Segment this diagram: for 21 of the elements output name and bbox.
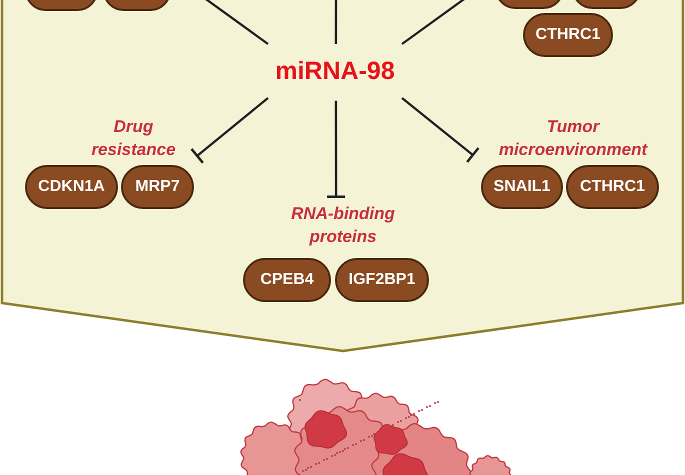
- gene-label: CTHRC1: [536, 26, 600, 44]
- category-label: Drug resistance: [70, 116, 197, 160]
- gene-pill: [523, 13, 613, 57]
- gene-pill: [335, 258, 429, 302]
- gene-label: CDKN1A: [38, 178, 105, 196]
- gene-label: MRP7: [135, 178, 180, 196]
- gene-pill: [243, 258, 331, 302]
- gene-pill: [566, 165, 659, 209]
- gene-pill: [25, 165, 118, 209]
- panel-background: [0, 0, 685, 353]
- gene-label: CTHRC1: [580, 178, 645, 196]
- gene-label: SNAIL1: [494, 178, 550, 196]
- category-label: Tumor microenvironment: [473, 116, 673, 160]
- inhibition-line: [190, 97, 269, 164]
- inhibition-line: [401, 97, 480, 163]
- connector-line: [334, 0, 338, 44]
- inhibition-line: [327, 100, 346, 198]
- mirna-label: miRNA-98: [268, 44, 402, 98]
- category-label: RNA-binding proteins: [266, 197, 420, 253]
- gene-label: CPEB4: [260, 271, 314, 289]
- gene-label: IGF2BP1: [348, 271, 416, 289]
